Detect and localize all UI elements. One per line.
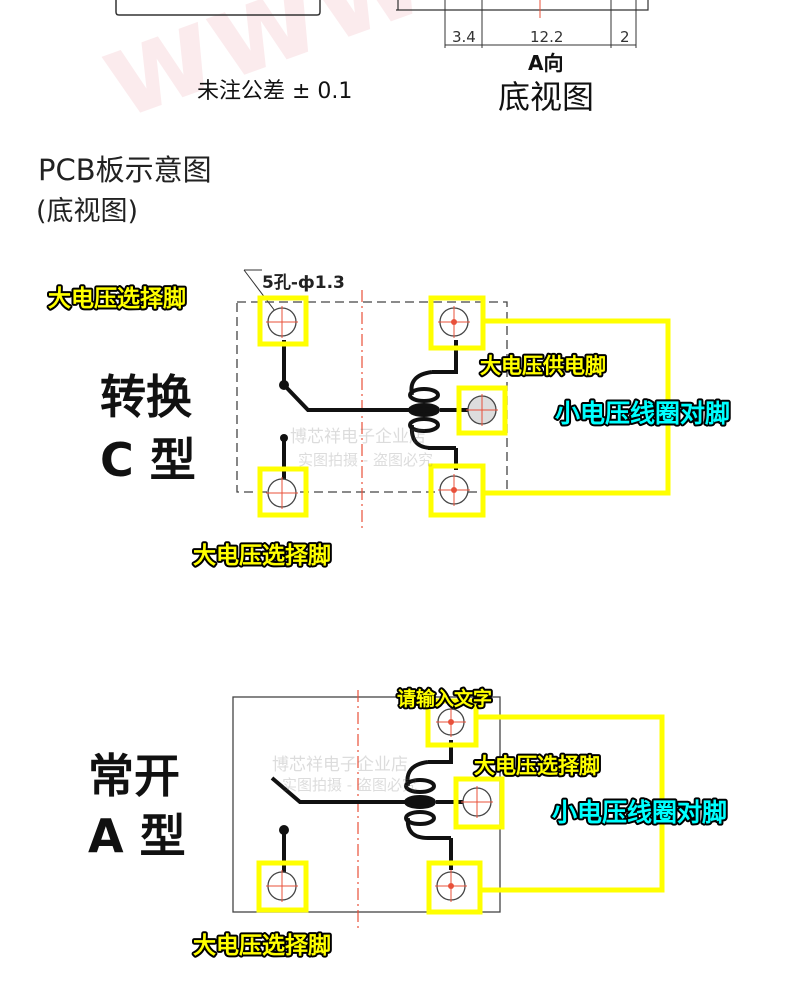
label-coil-pins: 小电压线圈对脚: [552, 798, 727, 827]
svg-text:实图拍摄 - 盗图必究: 实图拍摄 - 盗图必究: [298, 451, 433, 469]
type-c-line1: 转换: [100, 370, 192, 424]
label-large-voltage-select-right: 大电压选择脚: [474, 754, 600, 778]
type-a-line1: 常开: [88, 749, 180, 803]
highlight-boxes: [257, 295, 671, 518]
type-a-line2: A 型: [88, 809, 186, 863]
view-title: 底视图: [498, 78, 594, 116]
pin-holes: [267, 307, 497, 508]
watermark-a: 博芯祥电子企业店 实图拍摄 - 盗图必究: [272, 755, 417, 794]
svg-text:www: www: [82, 0, 442, 147]
tolerance-note: 未注公差 ± 0.1: [197, 79, 352, 104]
view-direction: A向: [528, 51, 563, 75]
diagram-type-c: 5孔-ф1.3 转换 C 型 大电压选择脚 大电压: [46, 269, 732, 571]
label-large-voltage-select-bottom: 大电压选择脚: [193, 543, 331, 569]
watermark-c: 博芯祥电子企业店 实图拍摄 - 盗图必究: [290, 427, 433, 469]
coil-icon: [408, 370, 440, 450]
label-coil-pins: 小电压线圈对脚: [555, 399, 730, 428]
type-c-line2: C 型: [100, 433, 196, 487]
diagram-type-a: 常开 A 型 请输入文字 大电压选择脚 小电压线圈对脚 大电压选择脚 博芯祥电子…: [88, 685, 729, 961]
pcb-title: PCB板示意图: [38, 153, 212, 187]
label-large-voltage-supply: 大电压供电脚: [480, 354, 606, 378]
svg-text:实图拍摄 - 盗图必究: 实图拍摄 - 盗图必究: [282, 776, 417, 794]
label-large-voltage-select-bottom: 大电压选择脚: [193, 933, 331, 959]
coil-pin-bracket: [483, 318, 671, 496]
coil-pin-bracket: [476, 714, 665, 893]
component-outline: [115, 0, 321, 16]
dimension-3-4: 3.4: [452, 28, 476, 46]
svg-text:博芯祥电子企业店: 博芯祥电子企业店: [290, 427, 426, 447]
pcb-subtitle: (底视图): [36, 196, 138, 227]
highlight-boxes: [256, 698, 665, 915]
coil-icon: [404, 760, 436, 840]
dimension-12-2: 12.2: [530, 28, 563, 46]
label-placeholder-text: 请输入文字: [397, 687, 492, 710]
pcb-traces: [282, 340, 476, 480]
label-large-voltage-select-top: 大电压选择脚: [48, 286, 186, 312]
dimension-2: 2: [620, 28, 630, 46]
watermark: www: [82, 0, 442, 147]
top-drawing: 3.4 12.2 2 A向 底视图 未注公差 ± 0.1: [115, 0, 649, 116]
hole-note: 5孔-ф1.3: [262, 273, 345, 293]
svg-text:博芯祥电子企业店: 博芯祥电子企业店: [272, 755, 408, 775]
